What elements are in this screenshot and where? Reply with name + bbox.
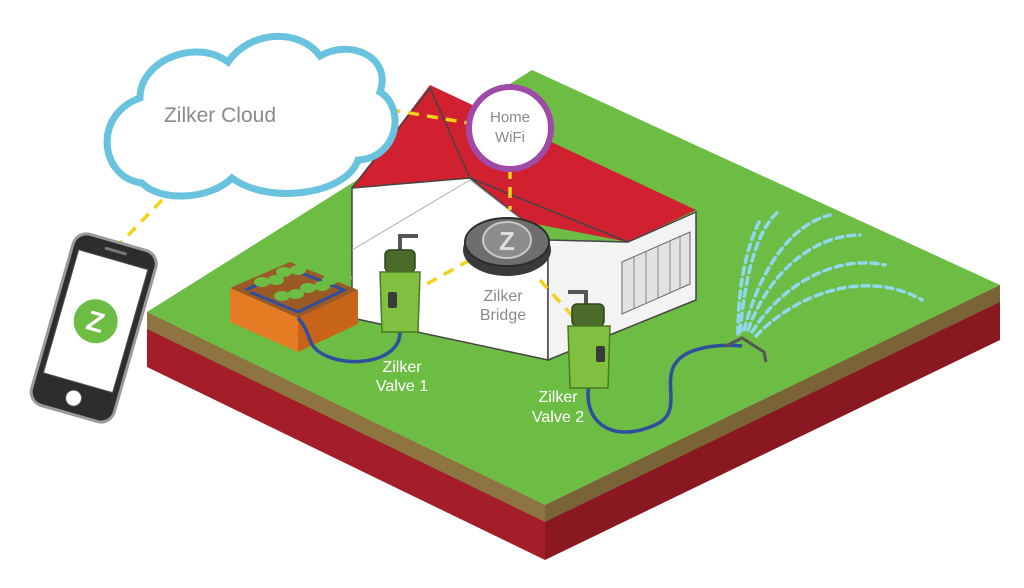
bridge-label-line2: Bridge: [480, 307, 526, 324]
zilker-bridge: Z Zilker Bridge: [463, 217, 551, 324]
phone-home-button: [65, 389, 83, 407]
phone-app-icon: [73, 299, 118, 344]
planter-box: [230, 257, 358, 352]
home-wifi: Home WiFi: [466, 84, 554, 172]
smartphone: Z: [29, 232, 158, 424]
hose-valve1: [296, 316, 402, 364]
valve2-cap: [571, 303, 605, 327]
bridge-logo: Z: [499, 226, 515, 256]
house-eave: [469, 177, 629, 243]
cloud: Zilker Cloud: [103, 33, 399, 200]
link-bridge-valve1: [415, 258, 471, 292]
garage-door: [621, 231, 691, 315]
valve1-cap: [384, 249, 416, 273]
planter-side: [298, 290, 358, 352]
valve2-pipe: [568, 290, 588, 304]
valve1-label-line2: Valve 1: [376, 378, 428, 395]
zilker-valve-1: Zilker Valve 1: [376, 234, 428, 395]
sprinkler-head: [725, 336, 768, 363]
zilker-valve-2: Zilker Valve 2: [532, 290, 611, 426]
wifi-label-line2: WiFi: [495, 129, 525, 146]
ground-soil-right: [545, 285, 1000, 522]
valve1-body: [379, 271, 421, 333]
sprinkler: [725, 208, 924, 363]
cloud-label: Zilker Cloud: [164, 104, 276, 127]
house-inner-line: [351, 179, 471, 251]
valve1-pipe: [398, 234, 418, 250]
planter-front: [230, 288, 298, 352]
valve1-led: [388, 292, 397, 308]
ground-soil-left: [147, 312, 545, 522]
cloud-shape: [103, 33, 399, 200]
wifi-ring: [466, 84, 554, 172]
valve2-body: [567, 325, 611, 389]
wifi-label-line1: Home: [490, 109, 530, 126]
water-spray: [736, 208, 924, 338]
bridge-label-line1: Zilker: [483, 288, 523, 305]
valve1-label-line1: Zilker: [382, 359, 422, 376]
seedlings: [254, 257, 352, 301]
valve2-label-line2: Valve 2: [532, 409, 584, 426]
valve2-label-line1: Zilker: [538, 389, 578, 406]
hose-valve2: [586, 343, 743, 434]
bridge-inner: [482, 221, 532, 259]
valve2-led: [596, 346, 605, 362]
phone-speaker: [104, 246, 127, 256]
